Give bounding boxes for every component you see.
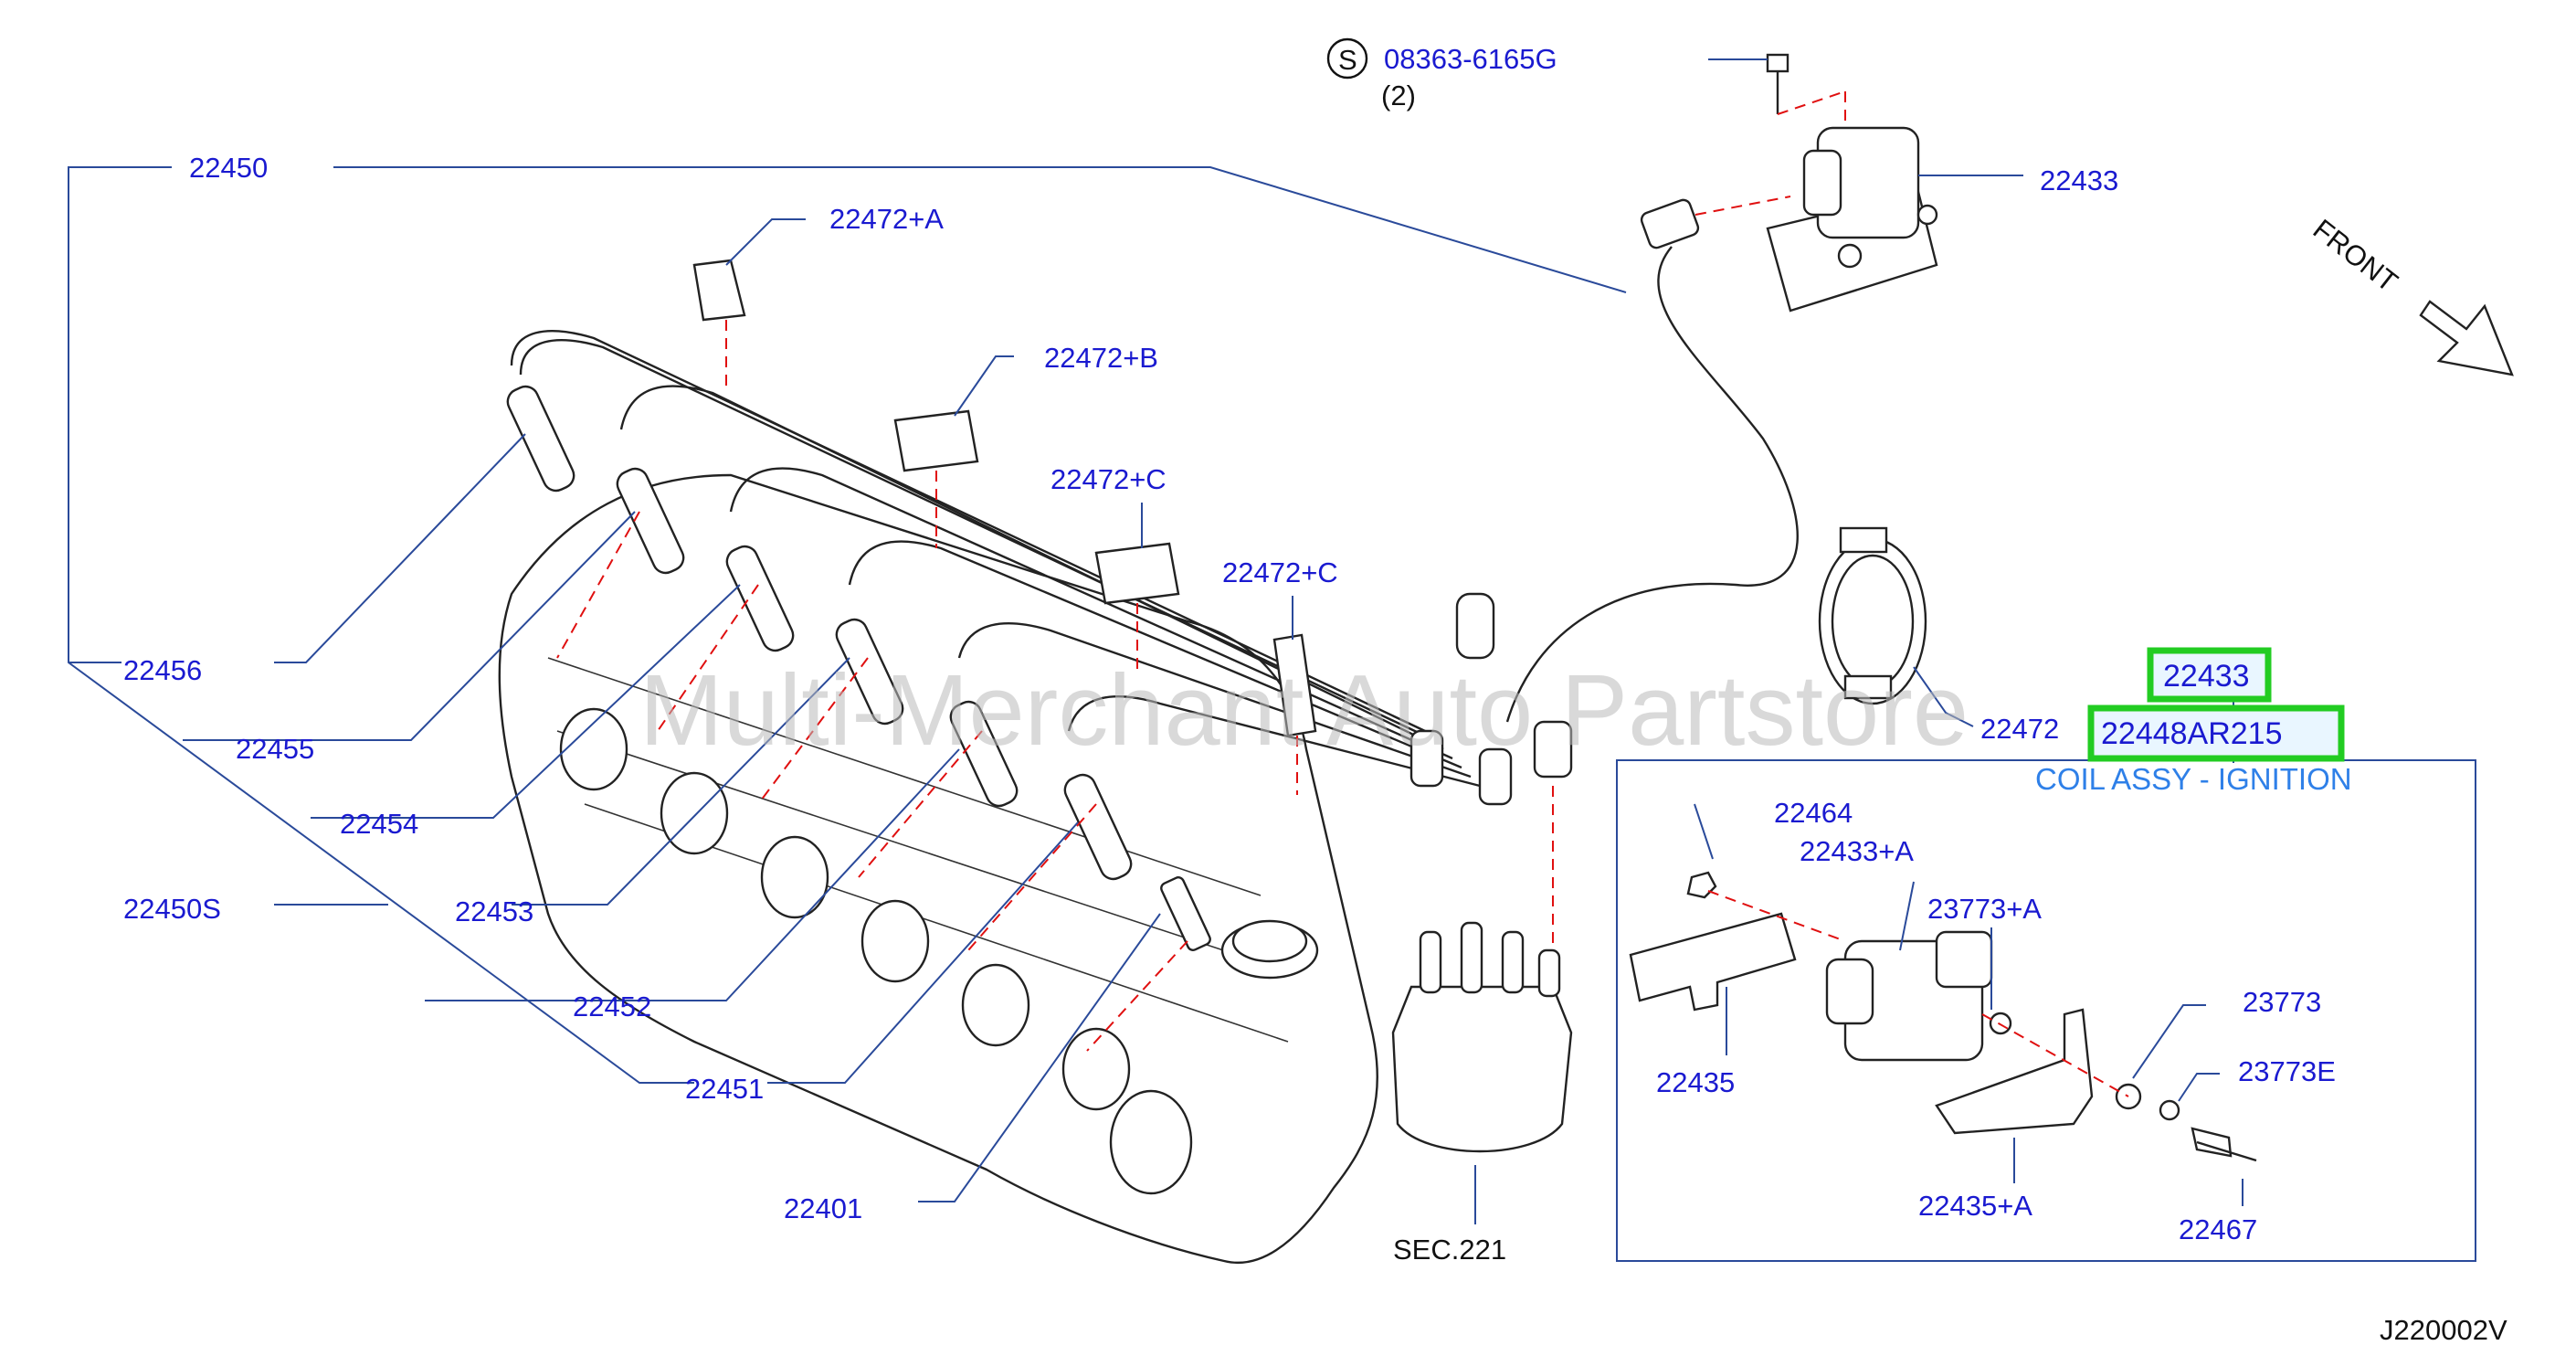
label-22433-top[interactable]: 22433 — [2040, 164, 2118, 196]
ring-clamp — [1818, 526, 1927, 705]
label-22472-c2[interactable]: 22472+C — [1222, 556, 1338, 588]
screw-callout: S 08363-6165G (2) — [1326, 37, 1557, 111]
diagram-code: J220002V — [2380, 1314, 2507, 1346]
front-arrow-icon — [2419, 300, 2514, 376]
highlight-part-22433[interactable]: 22433 — [2163, 659, 2250, 694]
label-22450s[interactable]: 22450S — [123, 893, 221, 925]
inset-frame — [1616, 759, 2476, 1262]
highlighted-part: 22433 22448AR215 COIL ASSY - IGNITION — [2035, 647, 2352, 796]
screw-symbol-circle — [1326, 37, 1368, 79]
wire-clamps — [692, 259, 1317, 737]
part-labels: 22450 22433 22472+A 22472+B 22472+C 2247… — [123, 152, 2507, 1346]
label-22453[interactable]: 22453 — [455, 895, 533, 927]
label-23773-a[interactable]: 23773+A — [1927, 893, 2042, 925]
highlight-box-22433 — [2147, 647, 2272, 703]
highlight-box-part-number — [2087, 704, 2345, 762]
label-23773e[interactable]: 23773E — [2238, 1055, 2336, 1087]
front-label: FRONT — [2307, 213, 2404, 298]
label-22454[interactable]: 22454 — [340, 808, 418, 840]
ignition-coil-top — [1640, 53, 1938, 313]
label-22452[interactable]: 22452 — [573, 991, 651, 1022]
label-22456[interactable]: 22456 — [123, 654, 202, 686]
label-22472-a[interactable]: 22472+A — [829, 203, 944, 235]
screw-symbol: S — [1338, 44, 1357, 76]
label-23773[interactable]: 23773 — [2243, 986, 2321, 1018]
label-22467[interactable]: 22467 — [2179, 1213, 2257, 1245]
label-22455[interactable]: 22455 — [236, 733, 314, 765]
label-22433-a[interactable]: 22433+A — [1800, 835, 1914, 867]
front-direction-indicator: FRONT — [2307, 213, 2514, 376]
label-22451[interactable]: 22451 — [685, 1073, 764, 1105]
label-22472[interactable]: 22472 — [1980, 713, 2059, 745]
highlight-part-number[interactable]: 22448AR215 — [2101, 716, 2283, 751]
leader-lines — [68, 58, 2243, 1224]
label-22450[interactable]: 22450 — [189, 152, 268, 184]
highlight-description: COIL ASSY - IGNITION — [2035, 762, 2352, 796]
label-22472-c1[interactable]: 22472+C — [1050, 463, 1167, 495]
label-22472-b[interactable]: 22472+B — [1044, 342, 1158, 374]
spark-plug-wires — [506, 246, 1799, 951]
label-22464[interactable]: 22464 — [1774, 797, 1853, 829]
assembly-lines — [556, 90, 2129, 1097]
label-22435[interactable]: 22435 — [1656, 1066, 1735, 1098]
label-22435-a[interactable]: 22435+A — [1918, 1190, 2032, 1222]
label-sec221[interactable]: SEC.221 — [1393, 1234, 1506, 1266]
inset-coil-assembly — [1616, 759, 2476, 1262]
engine-manifold — [498, 473, 1379, 1265]
label-08363-6165g[interactable]: 08363-6165G — [1384, 43, 1557, 75]
screw-quantity: (2) — [1381, 79, 1416, 111]
watermark: Multi-Merchant Auto Partstore — [639, 654, 1969, 767]
distributor-cap — [1391, 921, 1573, 1153]
label-22401[interactable]: 22401 — [784, 1192, 862, 1224]
